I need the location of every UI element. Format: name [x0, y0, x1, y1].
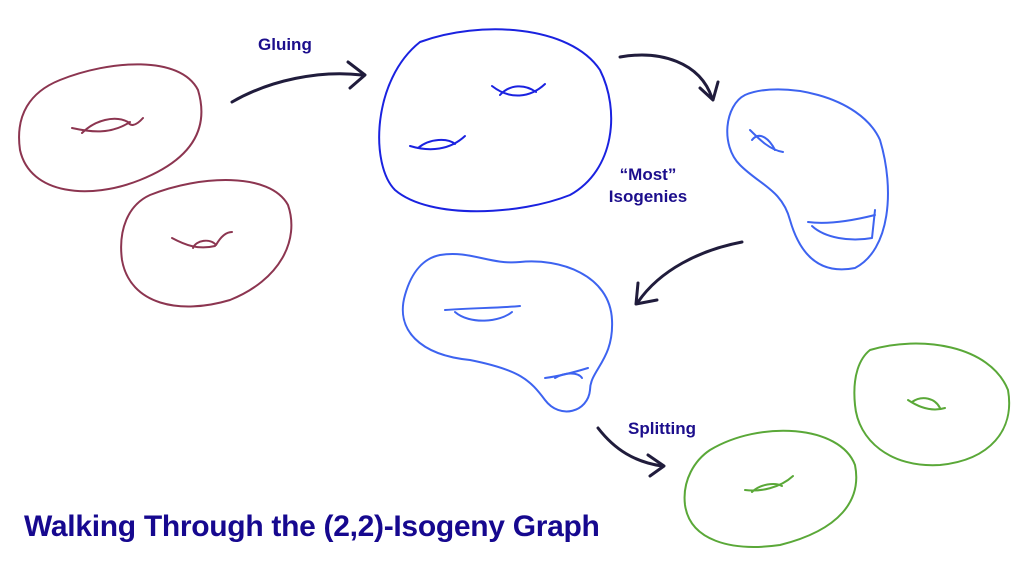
elliptic-curve-torus-1: [18, 63, 203, 193]
arrow-most-isogenies: [634, 240, 744, 306]
label-gluing: Gluing: [258, 35, 312, 54]
glued-surface: [378, 28, 613, 213]
page-title: Walking Through the (2,2)-Isogeny Graph: [24, 510, 600, 543]
label-most-isogenies: “Most” Isogenies: [598, 164, 698, 208]
isogenous-surface-1: [726, 88, 889, 271]
arrow-splitting: [596, 426, 666, 478]
arrow-to-isogeny: [618, 53, 720, 102]
elliptic-curve-torus-2: [120, 179, 293, 308]
split-torus-1: [853, 342, 1011, 467]
label-splitting: Splitting: [628, 419, 696, 438]
isogenous-surface-2: [401, 253, 614, 413]
label-most: “Most”: [619, 165, 677, 184]
split-torus-2: [683, 429, 858, 548]
arrow-gluing: [230, 60, 367, 104]
label-isogenies: Isogenies: [608, 187, 688, 206]
